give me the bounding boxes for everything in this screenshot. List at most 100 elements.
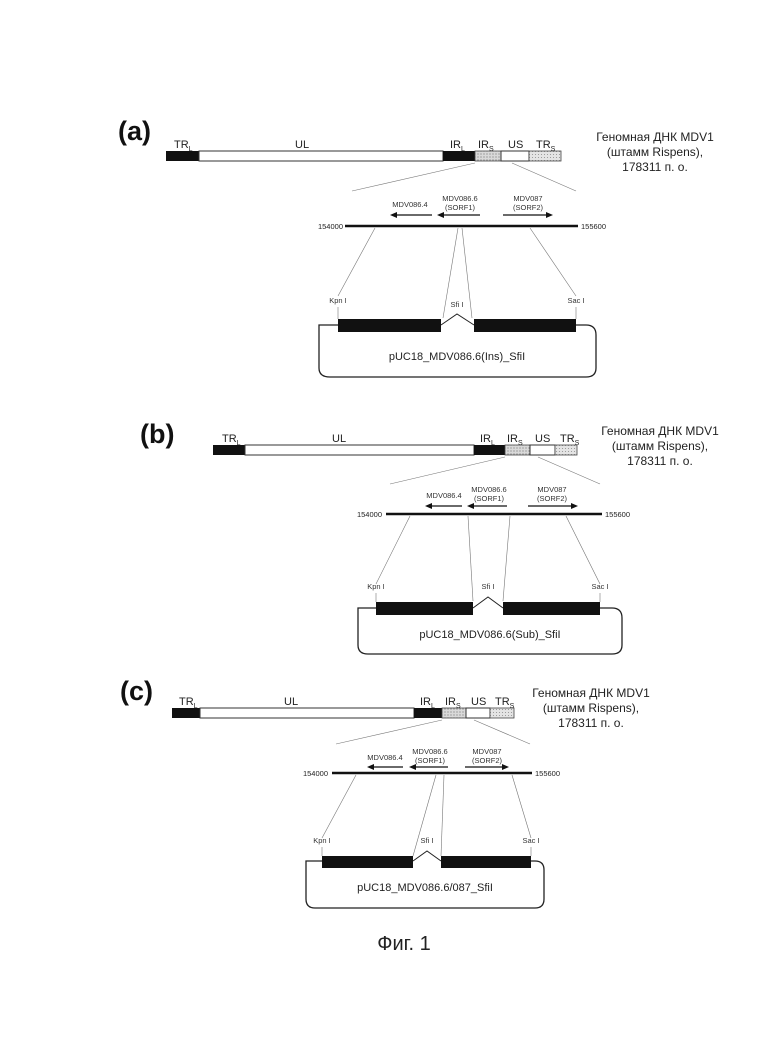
insert-block-left xyxy=(376,602,473,615)
map-line xyxy=(503,516,510,601)
segment-label: IRL xyxy=(480,433,495,447)
region-start: 154000 xyxy=(357,510,382,519)
figure-caption: Фиг. 1 xyxy=(377,933,430,955)
gene-arrow-head xyxy=(425,503,432,509)
site-kpni: Kpn I xyxy=(367,582,385,591)
segment-us xyxy=(466,708,490,718)
genome-map: TRL UL IRL IRS US TRS xyxy=(213,433,580,455)
svg-text:Геномная ДНК MDV1: Геномная ДНК MDV1 xyxy=(596,130,714,144)
sfii-junction xyxy=(473,597,503,608)
segment-irs xyxy=(475,151,501,161)
site-kpni: Kpn I xyxy=(313,836,331,845)
segment-irl xyxy=(414,708,442,718)
map-line xyxy=(338,228,375,296)
segment-us xyxy=(530,445,555,455)
site-saci: Sac I xyxy=(567,296,584,305)
genome-note: Геномная ДНК MDV1 (штамм Rispens), 17831… xyxy=(601,424,719,468)
svg-text:MDV086.4: MDV086.4 xyxy=(367,753,402,762)
segment-ul xyxy=(245,445,474,455)
segment-trs xyxy=(529,151,561,161)
map-line xyxy=(468,516,473,601)
segment-label: TRS xyxy=(560,433,580,447)
site-sfii: Sfi I xyxy=(451,300,464,309)
map-line xyxy=(322,775,356,838)
segment-label: UL xyxy=(332,433,346,445)
gene-arrow-head xyxy=(437,212,444,218)
segment-label: IRL xyxy=(420,696,435,710)
genome-note: Геномная ДНК MDV1 (штамм Rispens), 17831… xyxy=(532,686,650,730)
plasmid-name: pUC18_MDV086.6(Ins)_SfiI xyxy=(389,351,525,363)
plasmid-name: pUC18_MDV086.6/087_SfiI xyxy=(357,882,493,894)
svg-text:(SORF2): (SORF2) xyxy=(537,494,568,503)
genome-map: TRL UL IRL IRS US TRS xyxy=(166,139,561,161)
panel-a: (a) TRL UL IRL IRS US TRS Геномная ДНК M… xyxy=(118,116,714,377)
segment-label: TRS xyxy=(536,139,556,153)
map-line xyxy=(462,228,472,318)
region-start: 154000 xyxy=(318,222,343,231)
svg-text:Геномная ДНК MDV1: Геномная ДНК MDV1 xyxy=(532,686,650,700)
gene-arrow-head xyxy=(467,503,474,509)
sfii-junction xyxy=(441,314,474,325)
svg-text:(SORF1): (SORF1) xyxy=(474,494,505,503)
genome-note: Геномная ДНК MDV1 (штамм Rispens), 17831… xyxy=(596,130,714,174)
segment-us xyxy=(501,151,529,161)
panel-b: (b) TRL UL IRL IRS US TRS Геномная ДНК M… xyxy=(140,419,719,654)
zoom-line xyxy=(352,163,475,191)
map-line xyxy=(566,516,600,584)
insert-block-right xyxy=(474,319,576,332)
gene-arrow-head xyxy=(409,764,416,770)
site-saci: Sac I xyxy=(522,836,539,845)
gene-arrow-head xyxy=(571,503,578,509)
svg-text:178311 п. о.: 178311 п. о. xyxy=(558,716,624,730)
segment-label: US xyxy=(535,433,550,445)
svg-text:MDV087: MDV087 xyxy=(472,747,501,756)
insert-block-right xyxy=(503,602,600,615)
map-line xyxy=(376,516,410,584)
sfii-junction xyxy=(413,851,441,861)
site-kpni: Kpn I xyxy=(329,296,347,305)
svg-text:(SORF2): (SORF2) xyxy=(472,756,503,765)
zoom-line xyxy=(390,457,505,484)
segment-label: US xyxy=(471,696,486,708)
svg-text:178311 п. о.: 178311 п. о. xyxy=(622,160,688,174)
gene-annotations: MDV086.4 MDV086.6 (SORF1) MDV087 (SORF2) xyxy=(390,194,553,218)
insert-block-left xyxy=(322,856,413,868)
svg-text:(SORF1): (SORF1) xyxy=(415,756,446,765)
segment-trl xyxy=(166,151,199,161)
segment-label: IRS xyxy=(445,696,461,710)
svg-text:178311 п. о.: 178311 п. о. xyxy=(627,454,693,468)
gene-annotations: MDV086.4 MDV086.6 (SORF1) MDV087 (SORF2) xyxy=(367,747,509,770)
svg-text:MDV086.6: MDV086.6 xyxy=(471,485,506,494)
panel-label: (c) xyxy=(120,676,153,706)
zoom-line xyxy=(474,720,530,744)
site-saci: Sac I xyxy=(591,582,608,591)
svg-text:(SORF2): (SORF2) xyxy=(513,203,544,212)
segment-label: TRL xyxy=(179,696,198,710)
segment-label: UL xyxy=(295,139,309,151)
segment-label: TRL xyxy=(174,139,193,153)
svg-text:MDV086.6: MDV086.6 xyxy=(442,194,477,203)
segment-irs xyxy=(442,708,466,718)
segment-label: IRS xyxy=(507,433,523,447)
region-end: 155600 xyxy=(535,769,560,778)
site-sfii: Sfi I xyxy=(421,836,434,845)
region-end: 155600 xyxy=(581,222,606,231)
segment-label: US xyxy=(508,139,523,151)
gene-arrow-head xyxy=(502,764,509,770)
zoom-line xyxy=(512,163,576,191)
segment-label: TRS xyxy=(495,696,515,710)
panel-label: (a) xyxy=(118,116,151,146)
site-sfii: Sfi I xyxy=(482,582,495,591)
panel-c: (c) TRL UL IRL IRS US TRS Геномная ДНК M… xyxy=(120,676,650,908)
map-line xyxy=(441,775,444,856)
svg-text:(штамм Rispens),: (штамм Rispens), xyxy=(607,145,703,159)
map-line xyxy=(512,775,531,838)
gene-arrow-head xyxy=(390,212,397,218)
svg-text:MDV086.4: MDV086.4 xyxy=(392,200,427,209)
segment-ul xyxy=(200,708,414,718)
segment-label: UL xyxy=(284,696,298,708)
segment-label: IRS xyxy=(478,139,494,153)
panel-label: (b) xyxy=(140,419,174,449)
svg-text:MDV087: MDV087 xyxy=(513,194,542,203)
